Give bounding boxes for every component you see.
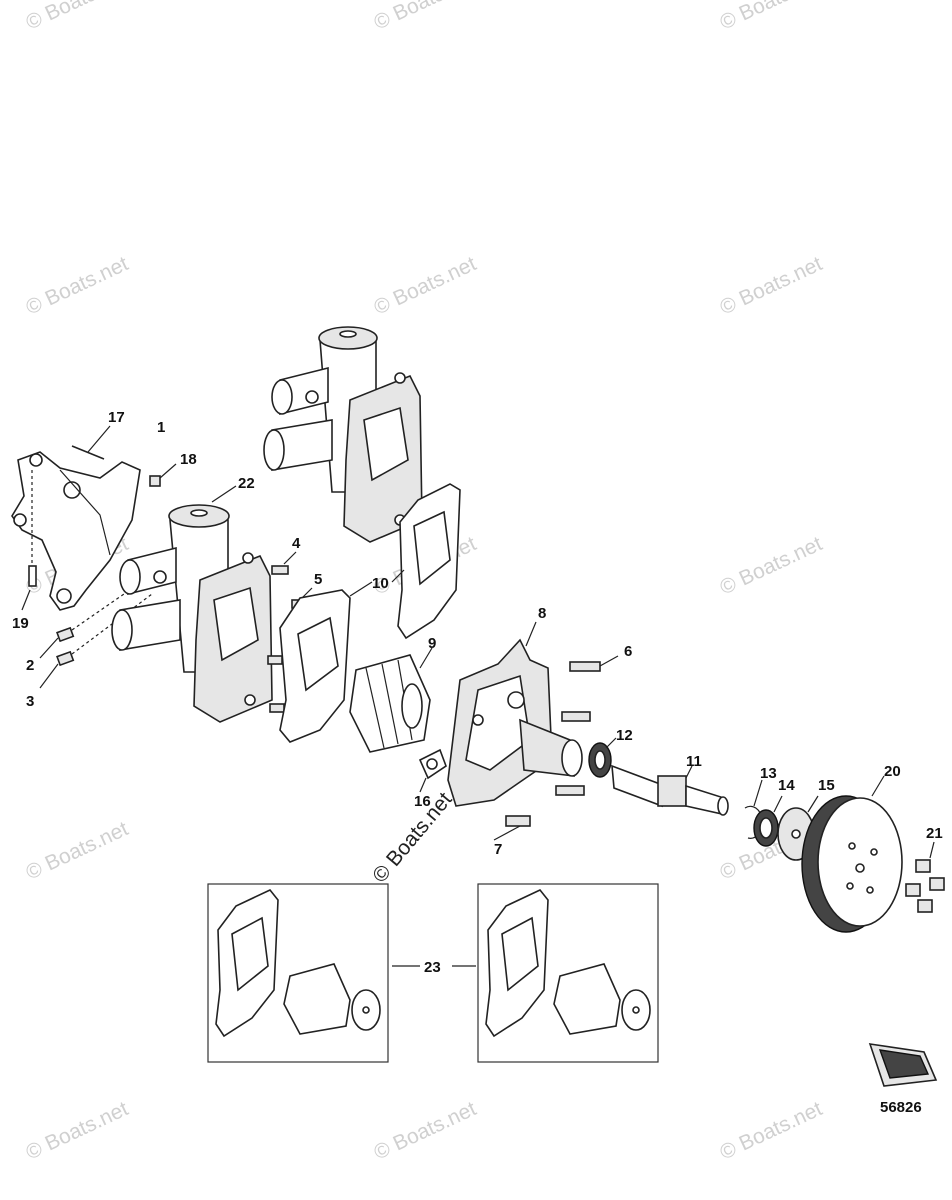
callout-5: 5: [314, 571, 322, 588]
callout-12: 12: [616, 727, 633, 744]
boat-icon: [868, 1043, 938, 1087]
gasket-lower: [279, 589, 351, 743]
callout-14: 14: [778, 777, 795, 794]
callout-22: 22: [238, 475, 255, 492]
callout-19: 19: [12, 615, 29, 632]
pump-body: [447, 638, 583, 807]
bolt-lower: [505, 815, 531, 827]
watermark: © Boats.net: [22, 0, 132, 35]
callout-7: 7: [494, 841, 502, 858]
bolt: [28, 470, 37, 587]
figure-number: 56826: [880, 1099, 922, 1116]
watermark: © Boats.net: [716, 252, 826, 319]
watermark: © Boats.net: [716, 0, 826, 35]
nut: [149, 475, 161, 487]
callout-20: 20: [884, 763, 901, 780]
callout-11: 11: [686, 753, 702, 770]
seal: [418, 748, 447, 780]
watermark: © Boats.net: [716, 532, 826, 599]
callout-13: 13: [760, 765, 777, 782]
watermark: © Boats.net: [370, 0, 480, 35]
callout-8: 8: [538, 605, 546, 622]
kit-box-right: [477, 883, 659, 1063]
callout-labels: 1 2 3 4 5 6 7 8 9 10 11 12 13 14 15 16 1…: [12, 409, 943, 976]
callout-23: 23: [424, 959, 441, 976]
callout-16: 16: [414, 793, 431, 810]
bolts-pump: [555, 661, 601, 796]
pulley: [801, 795, 903, 933]
callout-10: 10: [372, 575, 389, 592]
callout-15: 15: [818, 777, 835, 794]
watermark: © Boats.net: [716, 1097, 826, 1164]
callout-3: 3: [26, 693, 34, 710]
watermark: © Boats.net: [22, 817, 132, 884]
callout-6: 6: [624, 643, 632, 660]
watermark: © Boats.net: [370, 252, 480, 319]
watermark-overlay: © Boats.net: [368, 788, 456, 887]
shaft: [611, 764, 729, 816]
callout-9: 9: [428, 635, 436, 652]
gasket-upper: [397, 483, 461, 640]
pulley-bolts: [905, 859, 945, 913]
thermostat-housing-upper: [263, 326, 423, 543]
mounting-bracket: [11, 451, 141, 611]
impeller: [349, 654, 431, 753]
callout-17: 17: [108, 409, 125, 426]
watermark: © Boats.net: [370, 1097, 480, 1164]
rod: [71, 445, 105, 460]
kit-box-left: [207, 883, 389, 1063]
callout-2: 2: [26, 657, 34, 674]
callout-21: 21: [926, 825, 943, 842]
watermark: © Boats.net: [22, 252, 132, 319]
thermostat-housing-lower: [111, 504, 273, 723]
watermark: © Boats.net: [22, 1097, 132, 1164]
callout-1: 1: [157, 419, 165, 436]
callout-4: 4: [292, 535, 301, 552]
callout-18: 18: [180, 451, 197, 468]
